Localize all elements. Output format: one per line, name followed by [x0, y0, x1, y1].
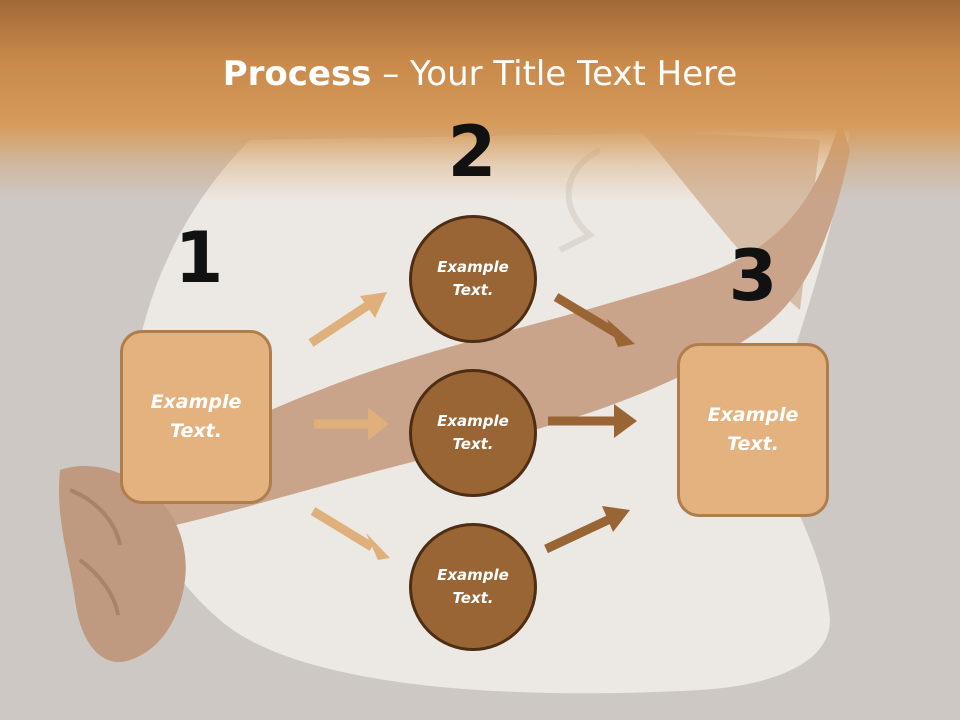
arrow-bottom-to-3: [544, 506, 630, 554]
arrow-middle-to-3: [548, 404, 637, 438]
header-band: [0, 0, 960, 200]
arrow-1-to-bottom: [310, 507, 390, 560]
arrow-1-to-top: [308, 292, 387, 347]
page-title: Process – Your Title Text Here: [0, 52, 960, 96]
arrow-top-to-3: [553, 293, 635, 347]
step-number-3: 3: [728, 235, 778, 317]
title-bold: Process: [222, 54, 372, 94]
step-number-1: 1: [174, 217, 224, 299]
arrow-1-to-middle: [314, 408, 389, 440]
step-number-2: 2: [447, 111, 497, 193]
title-rest: – Your Title Text Here: [371, 54, 738, 94]
